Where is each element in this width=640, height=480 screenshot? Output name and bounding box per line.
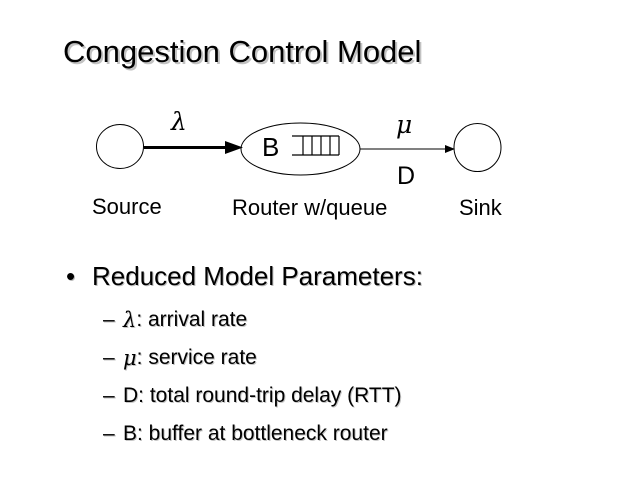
sink-caption: Sink [459,195,503,220]
source-caption: Source [92,194,162,219]
buffer-label: B [262,132,279,162]
bullet-item-buffer: – B : buffer at bottleneck router [103,422,388,446]
lambda-label: λ [170,107,187,136]
router-node-ellipse [240,122,361,176]
buffer-symbol: B [123,422,138,445]
bullet-item-delay: – D : total round-trip delay (RTT) [103,384,402,408]
bullet-item-arrival-rate: – λ : arrival rate [103,308,247,332]
bullet-marker: • [66,261,76,291]
dash-marker: – [103,346,115,369]
slide-title: Congestion Control Model [63,34,422,69]
source-node-circle [96,124,144,169]
delay-symbol: D [123,384,139,407]
bullet-heading-text: Reduced Model Parameters: [92,261,423,291]
bullet-item-service-rate: – μ : service rate [103,346,257,370]
delay-label: D [397,162,415,190]
bullet-item-text: : total round-trip delay (RTT) [138,384,402,407]
dash-marker: – [103,384,115,407]
network-diagram: λ B μ D Source Router w/queue Sink [92,107,503,220]
queue-icon [292,135,340,156]
bullet-heading-row: • Reduced Model Parameters: [66,261,423,292]
dash-marker: – [103,422,115,445]
mu-symbol: μ [123,346,137,370]
arrival-arrow-head [225,141,243,154]
sink-node-circle [453,123,502,172]
bullet-item-text: : arrival rate [136,308,248,331]
bullet-item-text: : buffer at bottleneck router [137,422,388,445]
router-caption: Router w/queue [232,195,387,220]
dash-marker: – [103,308,115,331]
lambda-symbol: λ [123,308,137,332]
service-arrow-head [445,145,455,153]
bullet-item-text: : service rate [136,346,257,369]
mu-label: μ [396,110,412,139]
